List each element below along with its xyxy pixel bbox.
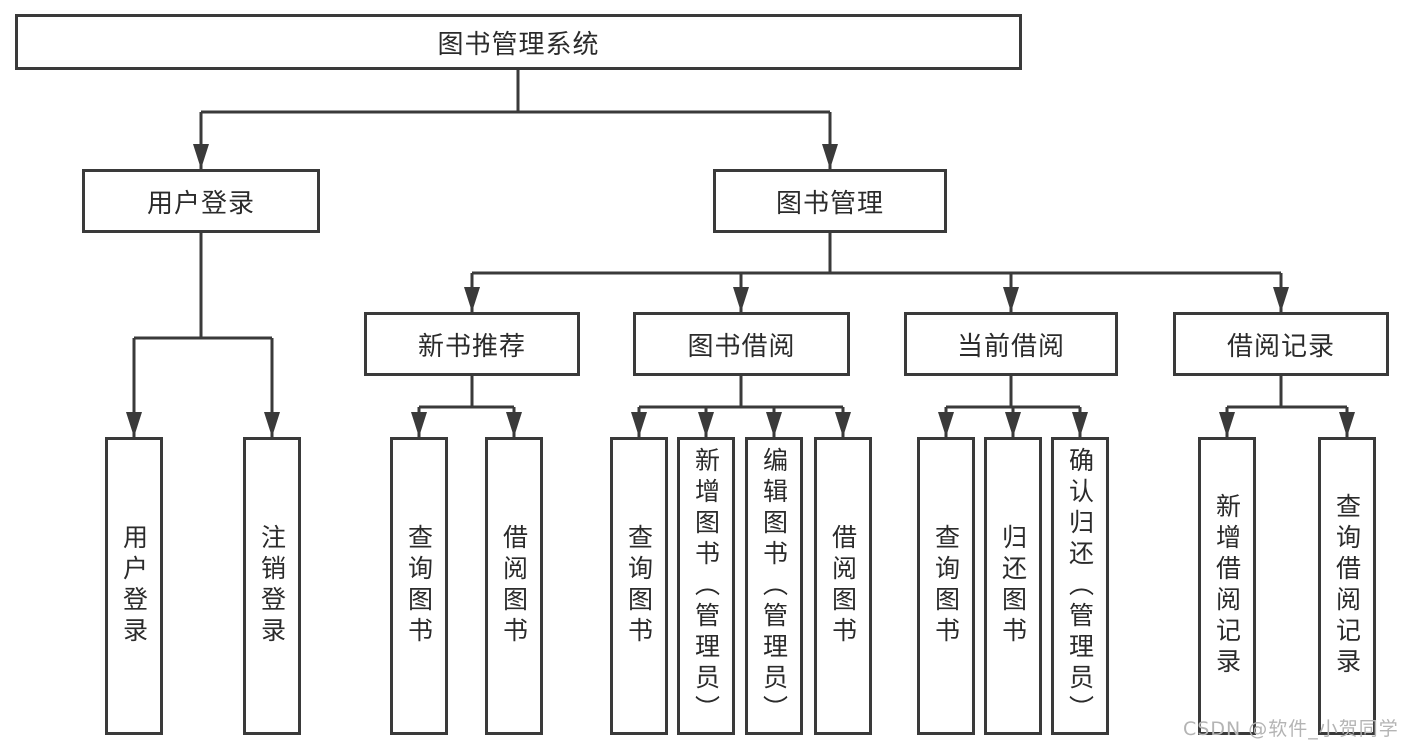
leaf-br-add-borrow-record: 新增借阅记录 — [1198, 437, 1256, 735]
leaf-nbr-query-books-label: 查询图书 — [404, 524, 434, 648]
node-user-login-label: 用户登录 — [146, 188, 255, 219]
leaf-cb-query-books-label: 查询图书 — [931, 524, 961, 648]
node-book-borrowing: 图书借阅 — [633, 312, 850, 376]
leaf-bb-query-books-label: 查询图书 — [624, 524, 654, 648]
node-user-login: 用户登录 — [82, 169, 320, 233]
leaf-br-add-borrow-record-label: 新增借阅记录 — [1212, 493, 1242, 679]
node-book-management-label: 图书管理 — [775, 188, 884, 219]
leaf-bb-edit-books-admin: 编辑图书（管理员） — [745, 437, 803, 735]
node-new-book-recommendation-label: 新书推荐 — [417, 331, 526, 362]
leaf-nbr-borrow-books: 借阅图书 — [485, 437, 543, 735]
leaf-cb-query-books: 查询图书 — [917, 437, 975, 735]
leaf-user-login-label: 用户登录 — [119, 524, 149, 648]
node-root-label: 图书管理系统 — [437, 29, 600, 60]
leaf-bb-add-books-admin: 新增图书（管理员） — [677, 437, 735, 735]
arrowhead-icons — [126, 144, 1355, 437]
leaf-bb-query-books: 查询图书 — [610, 437, 668, 735]
node-current-borrowing-label: 当前借阅 — [956, 331, 1065, 362]
node-book-management: 图书管理 — [713, 169, 947, 233]
csdn-watermark: CSDN @软件_小贺同学 — [1183, 718, 1399, 740]
leaf-cb-return-books: 归还图书 — [984, 437, 1042, 735]
leaf-nbr-query-books: 查询图书 — [390, 437, 448, 735]
leaf-br-query-borrow-record: 查询借阅记录 — [1318, 437, 1376, 735]
leaf-br-query-borrow-record-label: 查询借阅记录 — [1332, 493, 1362, 679]
node-borrowing-records: 借阅记录 — [1173, 312, 1389, 376]
leaf-logout-label: 注销登录 — [257, 524, 287, 648]
connector-shafts — [132, 69, 1349, 437]
leaf-bb-add-books-admin-label: 新增图书（管理员） — [691, 446, 721, 726]
node-new-book-recommendation: 新书推荐 — [364, 312, 580, 376]
leaf-bb-borrow-books: 借阅图书 — [814, 437, 872, 735]
node-borrowing-records-label: 借阅记录 — [1226, 331, 1335, 362]
leaf-cb-confirm-return-admin-label: 确认归还（管理员） — [1065, 446, 1095, 726]
leaf-bb-edit-books-admin-label: 编辑图书（管理员） — [759, 446, 789, 726]
leaf-cb-return-books-label: 归还图书 — [998, 524, 1028, 648]
leaf-nbr-borrow-books-label: 借阅图书 — [499, 524, 529, 648]
leaf-cb-confirm-return-admin: 确认归还（管理员） — [1051, 437, 1109, 735]
node-current-borrowing: 当前借阅 — [904, 312, 1118, 376]
leaf-logout: 注销登录 — [243, 437, 301, 735]
node-root: 图书管理系统 — [15, 14, 1022, 70]
leaf-user-login: 用户登录 — [105, 437, 163, 735]
node-book-borrowing-label: 图书借阅 — [687, 331, 796, 362]
leaf-bb-borrow-books-label: 借阅图书 — [828, 524, 858, 648]
